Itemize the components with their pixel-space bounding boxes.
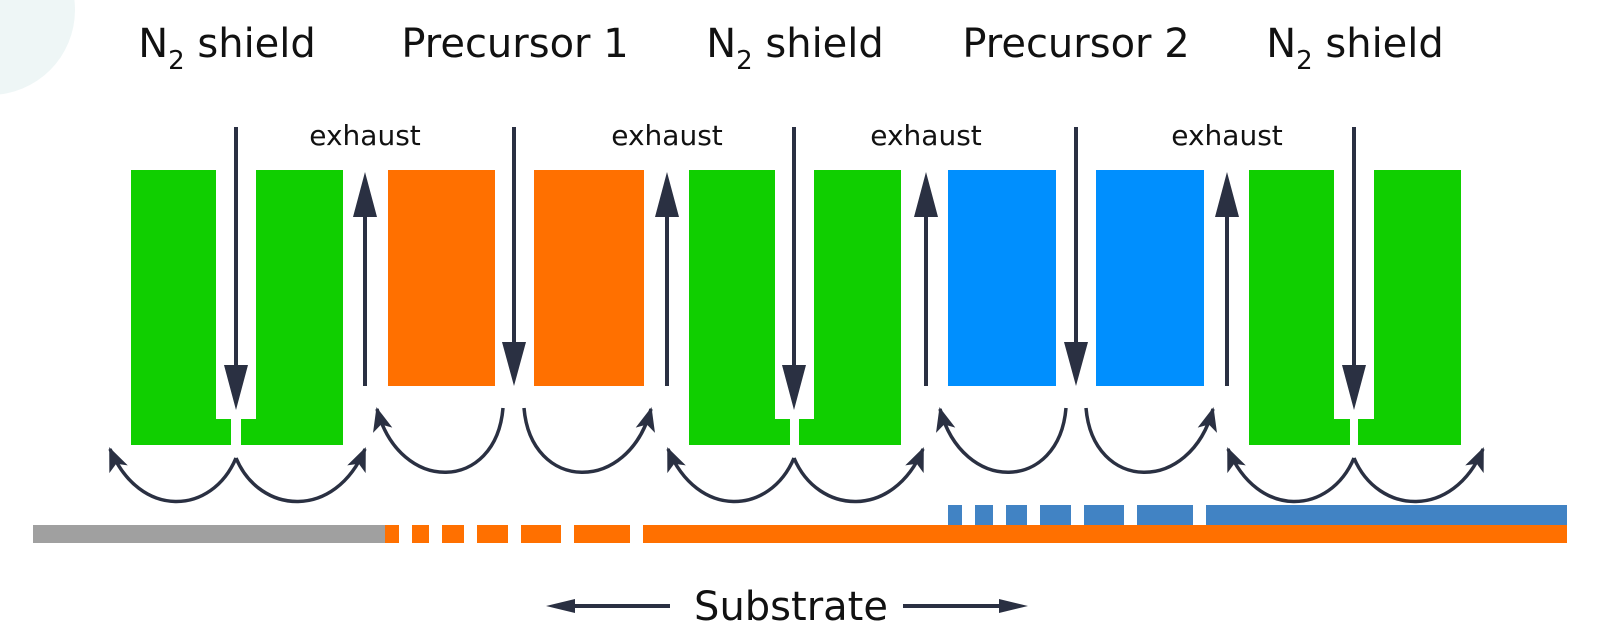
n2-shield-block-left <box>131 170 231 445</box>
headers: N2 shield Precursor 1 N2 shield Precurso… <box>138 21 1444 76</box>
decorative-background-circle <box>0 0 75 95</box>
layer-segment <box>1040 505 1071 525</box>
up-arrow-icon <box>914 172 938 386</box>
precursor-1-block-right <box>534 170 644 386</box>
curved-arrow-icon <box>792 447 925 504</box>
layer-segment <box>975 505 993 525</box>
curved-arrow-icon <box>522 407 655 474</box>
n2-shield-head-2 <box>689 170 901 445</box>
layer-segment <box>477 525 508 543</box>
n2-shield-head-1 <box>131 170 343 445</box>
layer-segment <box>1137 505 1193 525</box>
curved-arrow-icon <box>1084 407 1217 474</box>
precursor-1-block-left <box>388 170 495 386</box>
precursor-2-block-left <box>948 170 1056 386</box>
layer-segment <box>385 525 399 543</box>
up-arrow-icon <box>655 172 679 386</box>
header-n2-shield-1: N2 shield <box>138 21 316 76</box>
layer-segment <box>643 525 1567 543</box>
header-n2-shield-3: N2 shield <box>1266 21 1444 76</box>
curved-arrow-icon <box>1226 447 1356 504</box>
header-precursor-1: Precursor 1 <box>401 21 628 67</box>
substrate-bare <box>33 525 385 543</box>
down-arrow-icon <box>782 127 806 410</box>
n2-shield-block-right <box>799 170 901 445</box>
left-arrow-icon <box>546 599 670 613</box>
curved-arrow-icon <box>108 447 238 504</box>
n2-shield-block-left <box>689 170 790 445</box>
n2-shield-block-right <box>1358 170 1461 445</box>
layer-segment <box>948 505 962 525</box>
right-arrow-icon <box>903 599 1028 613</box>
down-arrow-icon <box>502 127 526 386</box>
n2-shield-block-right <box>241 170 343 445</box>
exhaust-label-3: exhaust <box>870 119 982 152</box>
precursor-1-layer <box>385 525 1567 543</box>
down-arrow-icon <box>224 127 248 410</box>
exhaust-arrows <box>353 172 1239 386</box>
exhaust-label-4: exhaust <box>1171 119 1283 152</box>
curved-arrow-icon <box>666 447 796 504</box>
curved-arrow-icon <box>373 407 505 474</box>
header-precursor-2: Precursor 2 <box>962 21 1189 67</box>
up-arrow-icon <box>353 172 377 386</box>
down-arrow-icon <box>1064 127 1088 386</box>
header-n2-shield-2: N2 shield <box>706 21 884 76</box>
layer-segment <box>1206 505 1567 525</box>
layer-segment <box>1006 505 1027 525</box>
precursor-2-block-right <box>1096 170 1204 386</box>
down-arrow-icon <box>1342 127 1366 410</box>
curved-arrow-icon <box>234 447 367 504</box>
up-arrow-icon <box>1215 172 1239 386</box>
n2-shield-block-left <box>1249 170 1350 445</box>
curved-arrow-icon <box>1352 447 1485 504</box>
layer-segment <box>412 525 429 543</box>
substrate <box>33 505 1567 543</box>
layer-segment <box>574 525 630 543</box>
exhaust-label-1: exhaust <box>309 119 421 152</box>
layer-segment <box>521 525 561 543</box>
substrate-motion: Substrate <box>546 584 1028 630</box>
precursor-1-head <box>388 170 644 386</box>
precursor-2-layer <box>948 505 1567 525</box>
layer-segment <box>1084 505 1124 525</box>
exhaust-label-2: exhaust <box>611 119 723 152</box>
curved-arrow-icon <box>936 407 1068 474</box>
substrate-label: Substrate <box>694 584 888 630</box>
flow-arcs <box>108 407 1485 504</box>
inlet-arrows <box>224 127 1366 410</box>
precursor-2-head <box>948 170 1204 386</box>
exhaust-labels: exhaust exhaust exhaust exhaust <box>309 119 1283 152</box>
n2-shield-head-3 <box>1249 170 1461 445</box>
layer-segment <box>442 525 464 543</box>
